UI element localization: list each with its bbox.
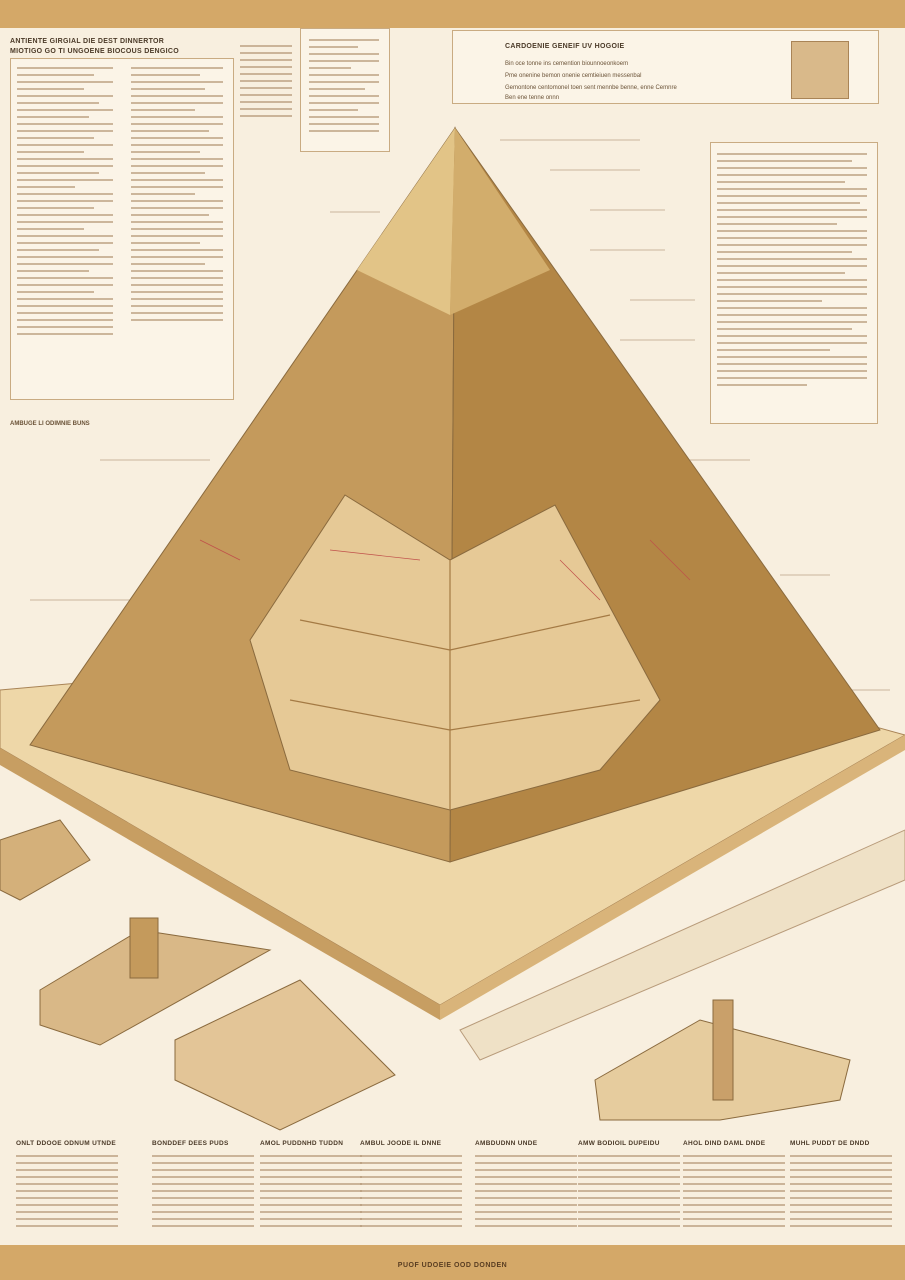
bottom-column: AMBDUDNN UNDE [475,1140,577,1232]
bottom-column: AMW BODIOIL DUPEIDU [578,1140,680,1232]
right-text-panel [710,142,878,424]
obelisk [712,999,734,1101]
column-title: AMBDUDNN UNDE [475,1140,538,1147]
left-caption: AMBUGE LI ODIMNIE BUNS [10,421,90,427]
internal-chambers-cutaway [249,494,661,811]
bottom-column: AHOL DIND DAML DNDE [683,1140,785,1232]
column-title: AHOL DIND DAML DNDE [683,1140,766,1147]
column-title: AMW BODIOIL DUPEIDU [578,1140,660,1147]
legend-table-panel [10,58,234,400]
column-title: AMBUL JOODE IL DNNE [360,1140,442,1147]
top-panel-line: Gemontone centomonel toen sent mennbe be… [505,85,677,91]
bottom-band [0,1245,905,1280]
valley-temple [39,929,272,1046]
bottom-column: BONDDEF DEES PUDS [152,1140,254,1232]
red-markers [199,539,691,601]
poster-title-line2: MIOTIGO GO TI UNGOENE BIOCOUS DENGICO [10,48,179,55]
capstone-left [357,128,455,315]
top-band [0,0,905,28]
top-panel-line: Ben ene tenne onnn [505,95,560,101]
legend-right-lines [131,67,223,326]
column-title: MUHL PUDDT DE DNDD [790,1140,870,1147]
key-labels [240,45,292,122]
legend-left-lines [17,67,113,340]
bottom-column: MUHL PUDDT DE DNDD [790,1140,892,1232]
top-info-panel: CARDOENIE GENEIF UV HOGOIE Bin oce tonne… [452,30,879,104]
column-title: AMOL PUDDNHD TUDDN [260,1140,344,1147]
column-title: ONLT DDOOE ODNUM UTNDE [16,1140,117,1147]
causeway [459,829,905,1061]
poster-title-line1: ANTIENTE GIRGIAL DIE DEST DINNERTOR [10,38,165,45]
bottom-column: ONLT DDOOE ODNUM UTNDE [16,1140,118,1232]
top-panel-line: Pme onenine bemon onenie cemtieiuen mess… [505,73,642,79]
bottom-column: AMBUL JOODE IL DNNE [360,1140,462,1232]
small-key-panel [300,28,390,152]
column-title: BONDDEF DEES PUDS [152,1140,229,1147]
side-building [0,819,91,901]
capstone-right [450,128,550,315]
footer-title: PUOF UDOEIE OOD DONDEN [397,1262,508,1269]
bottom-column: AMOL PUDDNHD TUDDN [260,1140,362,1232]
mini-temple-illustration [791,41,849,99]
mortuary-temple [174,979,396,1131]
top-panel-title: CARDOENIE GENEIF UV HOGOIE [505,43,625,50]
top-panel-line: Bin oce tonne ins cemention biounnoeonko… [505,61,629,67]
